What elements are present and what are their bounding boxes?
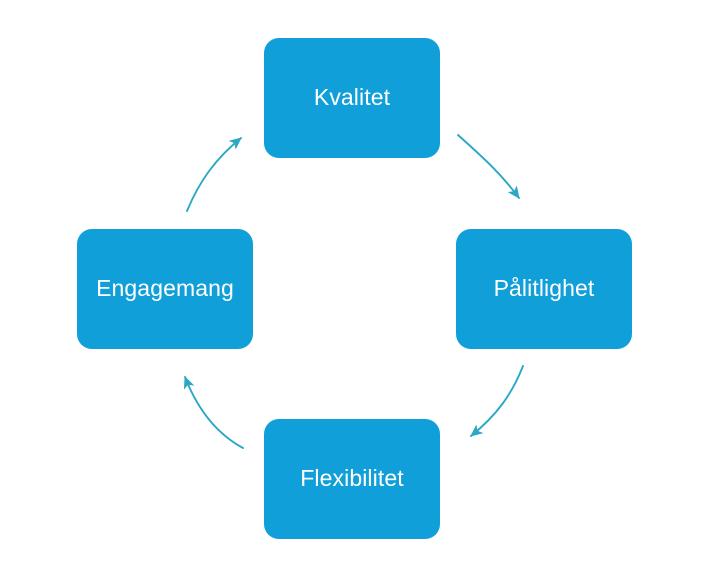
arrow-engagemang-to-kvalitet	[186, 137, 242, 212]
arrow-palitlighet-to-flexibilitet	[470, 365, 524, 437]
node-palitlighet-label: Pålitlighet	[493, 275, 595, 302]
node-engagemang-label: Engagemang	[96, 275, 234, 302]
node-flexibilitet[interactable]: Flexibilitet	[264, 419, 440, 539]
node-palitlighet[interactable]: Pålitlighet	[456, 229, 632, 349]
node-flexibilitet-label: Flexibilitet	[300, 465, 404, 492]
arrow-kvalitet-to-palitlighet	[457, 134, 520, 199]
node-engagemang[interactable]: Engagemang	[77, 229, 253, 349]
node-kvalitet-label: Kvalitet	[313, 84, 391, 111]
node-kvalitet[interactable]: Kvalitet	[264, 38, 440, 158]
arrow-flexibilitet-to-engagemang	[183, 376, 244, 449]
